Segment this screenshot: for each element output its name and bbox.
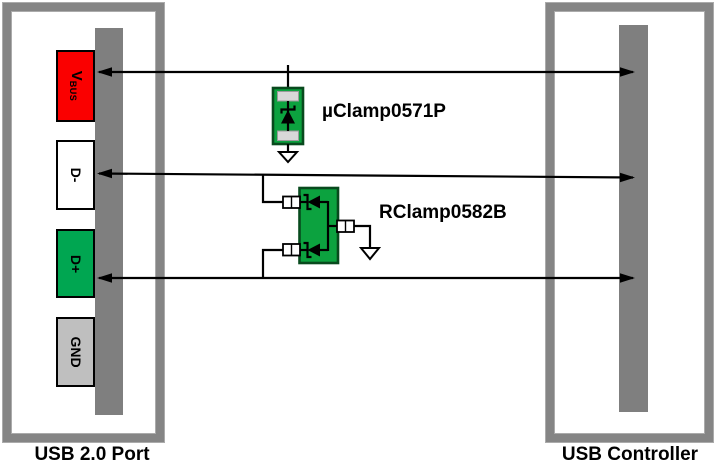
usb-controller-title: USB Controller (561, 444, 699, 465)
uclamp-label: µClamp0571P (322, 101, 446, 122)
pin-d-plus: D+ (56, 229, 95, 298)
usb-port-connector-bar (95, 28, 123, 415)
ground-icon (358, 247, 382, 261)
uclamp-component (271, 65, 305, 164)
pin-vbus: VBUS (56, 50, 95, 122)
rclamp-component (261, 174, 382, 277)
tvs-diode-icon (300, 193, 328, 211)
pin-d-plus-label: D+ (67, 254, 84, 273)
usb-port-title: USB 2.0 Port (34, 444, 150, 465)
pin-d-minus-label: D- (67, 167, 84, 183)
pin-vbus-label: VBUS (67, 70, 85, 102)
pin-gnd: GND (56, 317, 95, 387)
rclamp-body (298, 186, 340, 265)
tvs-diode-icon (300, 241, 328, 259)
ground-icon (276, 151, 300, 164)
tvs-diode-icon (280, 105, 296, 124)
pin-d-minus: D- (56, 140, 95, 210)
usb-controller-connector-bar (619, 25, 648, 412)
rclamp-label: RClamp0582B (379, 202, 507, 223)
uclamp-body (271, 86, 305, 146)
pin-gnd-label: GND (67, 336, 84, 368)
